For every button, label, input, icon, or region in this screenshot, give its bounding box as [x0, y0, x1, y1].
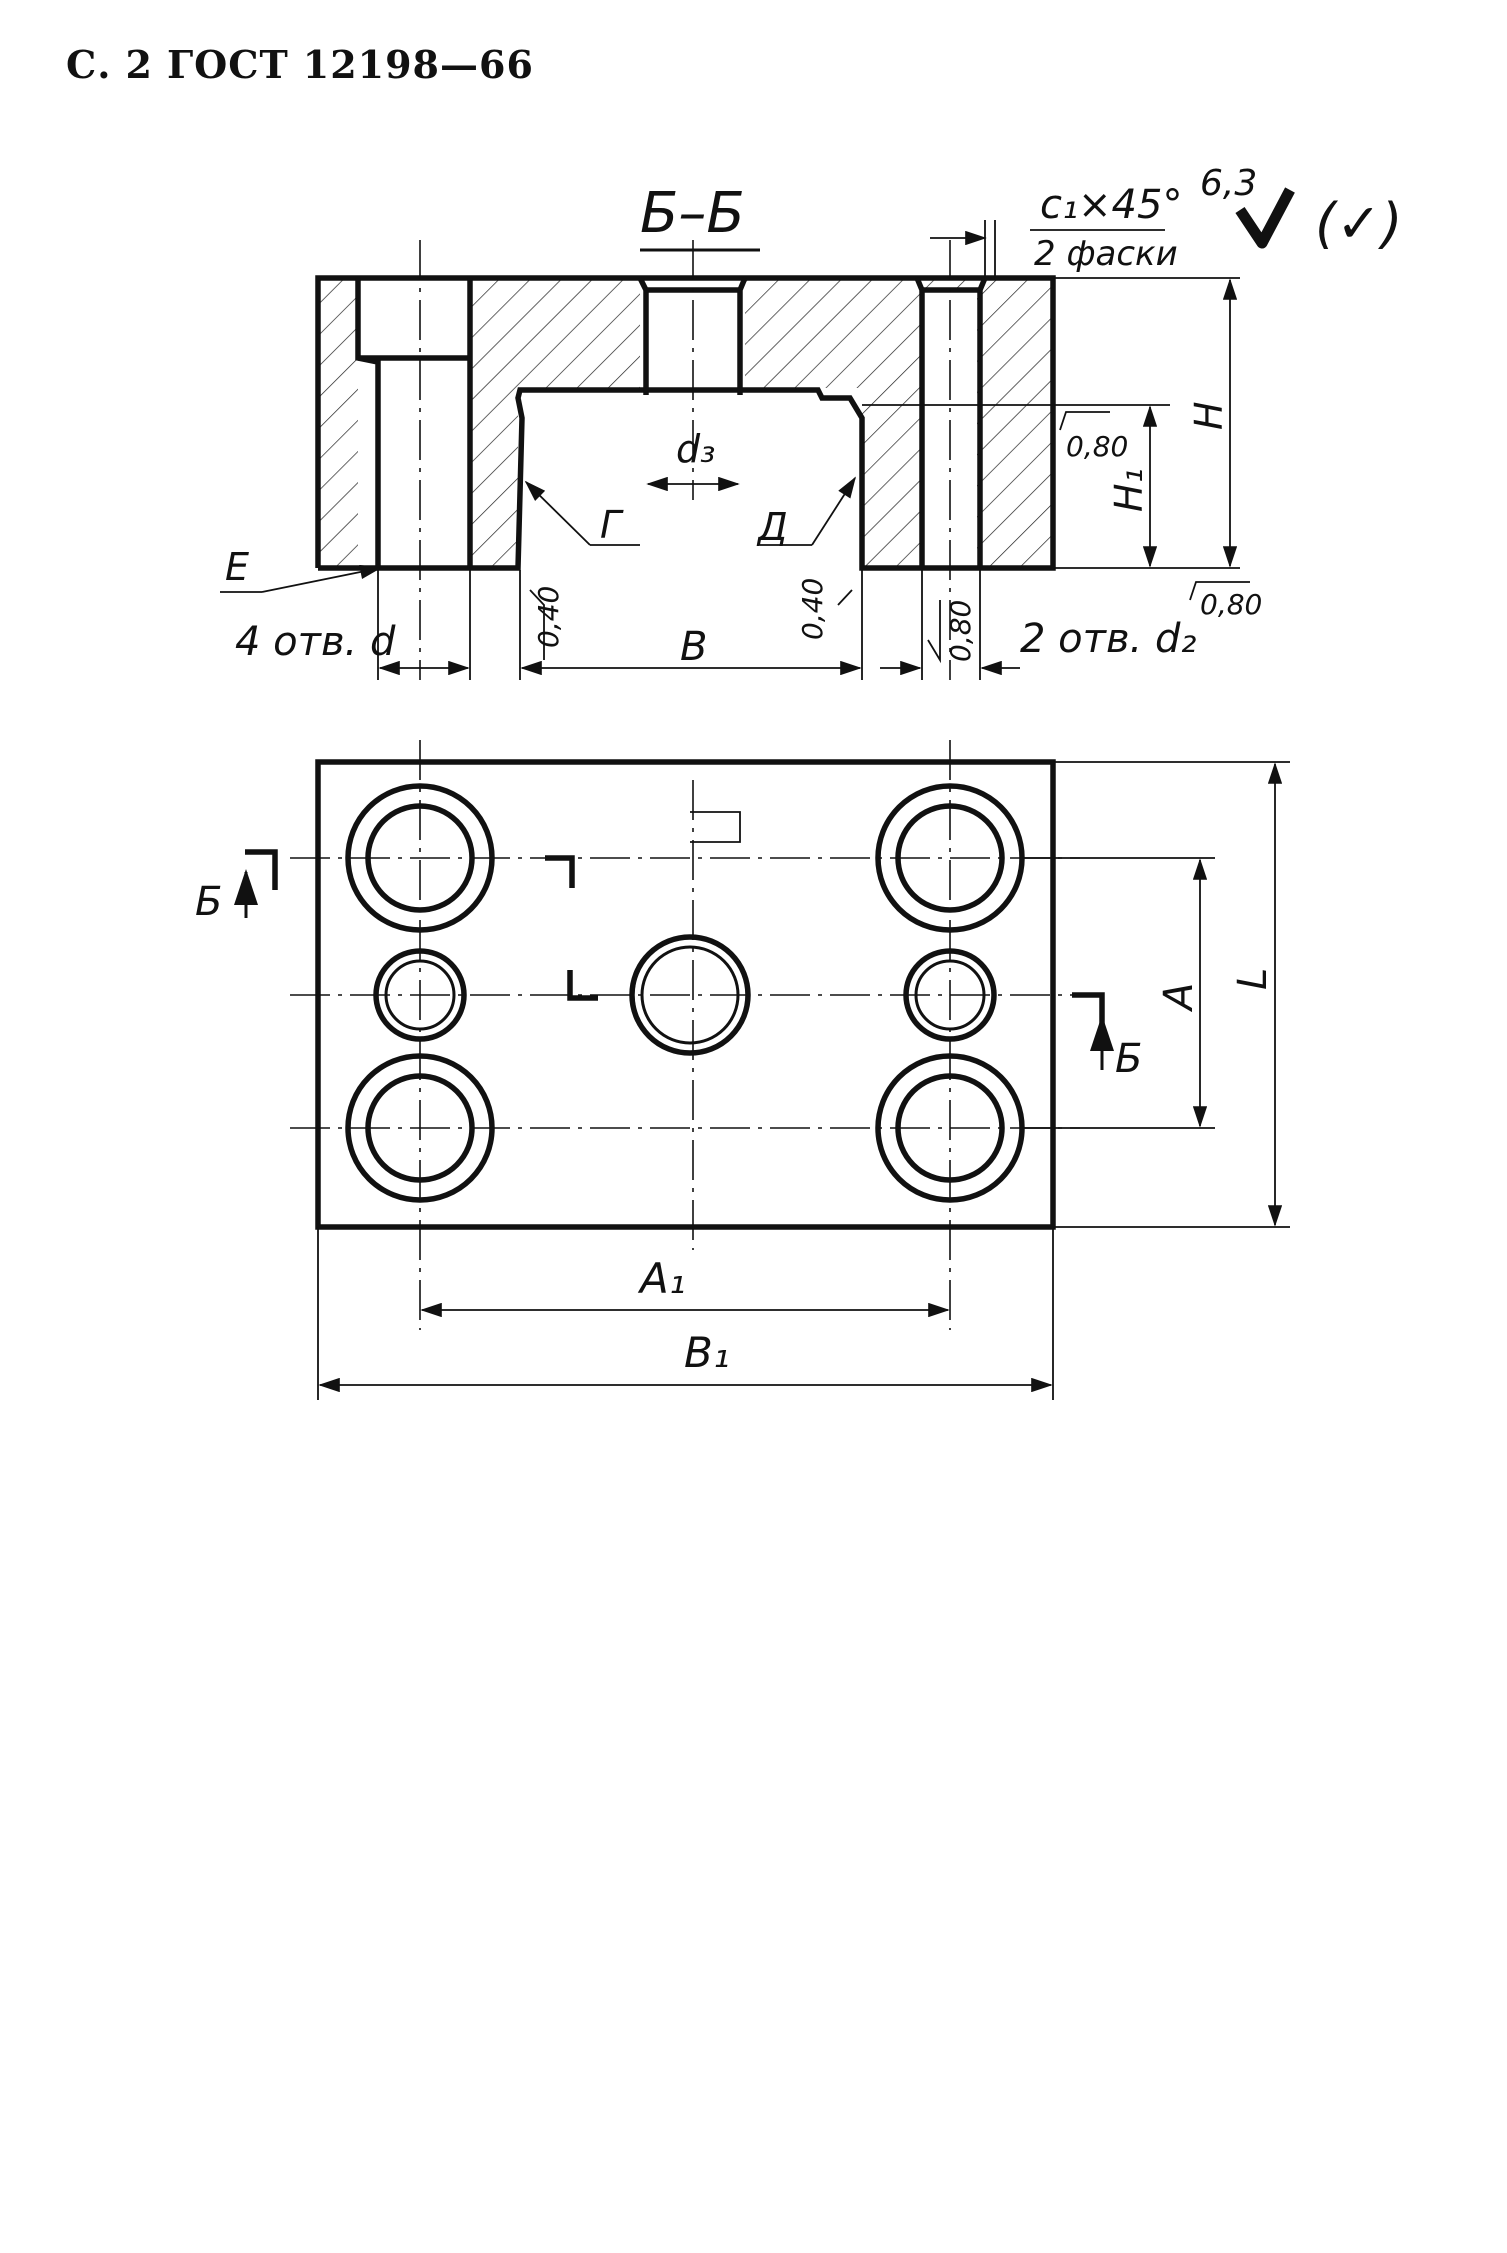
- roughness-080-c: 0,80: [944, 600, 977, 662]
- leader-E: [261, 564, 382, 593]
- leader-D-slant: [811, 476, 856, 546]
- pin-hole-left: [373, 948, 467, 1042]
- page-number: 2: [125, 42, 153, 87]
- chamfer-size: c₁×45°: [1040, 182, 1182, 228]
- section-title: Б–Б: [640, 181, 745, 246]
- roughness-080-b: 0,80: [1200, 588, 1262, 621]
- general-roughness-note: (✓): [1315, 192, 1402, 255]
- cut-mark-inner-bottom: [567, 970, 598, 1001]
- label-d3: d₃: [676, 427, 715, 471]
- slot-mark: [690, 811, 741, 843]
- page-prefix: С.: [66, 42, 112, 87]
- cut-label-right: Б: [1115, 1036, 1142, 1082]
- label-D: Д: [756, 505, 788, 549]
- page-header: С. 2 ГОСТ 12198—66: [66, 42, 548, 87]
- cut-mark-inner-top: [545, 855, 575, 888]
- cut-label-left: Б: [195, 879, 222, 925]
- cut-mark-left: Б: [195, 849, 278, 925]
- roughness-080-mark-c: [927, 600, 941, 664]
- roughness-040-mark-b: [837, 589, 853, 606]
- label-H: H: [1187, 401, 1231, 430]
- label-H1: H₁: [1107, 468, 1151, 512]
- label-holes-d2: 2 отв. d₂: [1020, 616, 1196, 662]
- general-roughness-check-icon: [1235, 187, 1295, 249]
- label-L: L: [1230, 968, 1276, 990]
- standard-name: ГОСТ: [166, 42, 289, 87]
- label-E: E: [225, 545, 249, 589]
- label-B: B: [680, 624, 707, 670]
- roughness-080-mark-b: [1189, 581, 1250, 601]
- roughness-040-a: 0,40: [532, 586, 565, 648]
- plan-view: Б Б A L A₁ B₁: [195, 740, 1290, 1400]
- label-A1: A₁: [637, 1254, 686, 1303]
- leader-G-slant: [524, 480, 591, 546]
- label-G: Г: [600, 503, 624, 547]
- chamfer-note: 2 фаски: [1034, 234, 1178, 274]
- cut-mark-right: Б: [1072, 992, 1142, 1082]
- label-holes-d: 4 отв. d: [235, 619, 396, 665]
- section-hatching: [318, 278, 1053, 568]
- roughness-080-mark-a: [1059, 411, 1110, 431]
- counterbored-hole-bottom-left: [345, 1053, 495, 1203]
- section-view: Б–Б: [220, 163, 1402, 680]
- counterbored-hole-top-left: [345, 783, 495, 933]
- roughness-040-b: 0,40: [796, 578, 829, 640]
- pin-hole-right: [903, 948, 997, 1042]
- center-hole: [629, 934, 751, 1056]
- roughness-040-mark-a: [529, 589, 545, 660]
- standard-number: 12198—66: [302, 42, 534, 87]
- section-outline: [315, 275, 1056, 571]
- general-roughness-value: 6,3: [1200, 163, 1257, 204]
- label-B1: B₁: [684, 1328, 730, 1377]
- roughness-080-a: 0,80: [1066, 430, 1128, 463]
- label-A: A: [1156, 983, 1202, 1013]
